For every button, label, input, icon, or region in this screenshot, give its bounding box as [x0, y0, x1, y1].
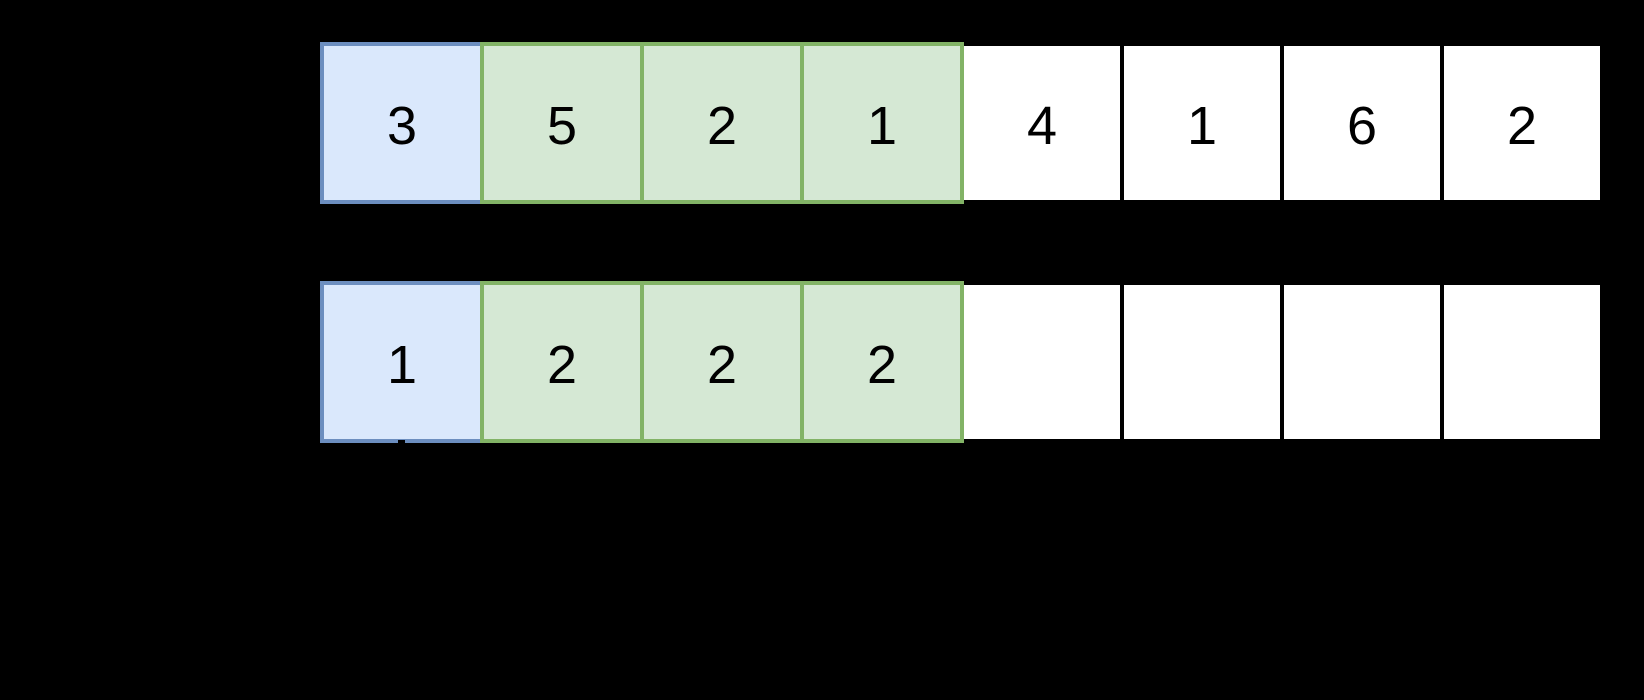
- result-array-cell-7: [1440, 281, 1604, 443]
- cell-value: 2: [706, 335, 738, 395]
- result-array-row: 1 2 2 2: [320, 281, 1604, 443]
- result-array-cell-3: 2: [800, 281, 964, 443]
- cell-value: 2: [546, 335, 578, 395]
- cell-value: 2: [706, 96, 738, 156]
- result-array-cell-0: 1: [320, 281, 484, 443]
- input-array-cell-5: 1: [1120, 42, 1284, 204]
- input-array-cell-2: 2: [640, 42, 804, 204]
- cell-value: 6: [1346, 96, 1378, 156]
- cell-value: 4: [1026, 96, 1058, 156]
- result-array-cell-5: [1120, 281, 1284, 443]
- input-array-cell-0: 3: [320, 42, 484, 204]
- input-array-cell-6: 6: [1280, 42, 1444, 204]
- input-array-cell-1: 5: [480, 42, 644, 204]
- cell-value: 5: [546, 96, 578, 156]
- result-array-cell-4: [960, 281, 1124, 443]
- cell-value: 2: [1506, 96, 1538, 156]
- cell-value: 1: [1186, 96, 1218, 156]
- cell-value: 1: [866, 96, 898, 156]
- input-array-cell-4: 4: [960, 42, 1124, 204]
- cell-value: 3: [386, 96, 418, 156]
- result-array-cell-6: [1280, 281, 1444, 443]
- cell-value: 1: [386, 335, 418, 395]
- result-array-cell-2: 2: [640, 281, 804, 443]
- pointer-notch: [398, 440, 405, 446]
- input-array-row: 3 5 2 1 4 1 6 2: [320, 42, 1604, 204]
- cell-value: 2: [866, 335, 898, 395]
- input-array-cell-7: 2: [1440, 42, 1604, 204]
- result-array-cell-1: 2: [480, 281, 644, 443]
- input-array-cell-3: 1: [800, 42, 964, 204]
